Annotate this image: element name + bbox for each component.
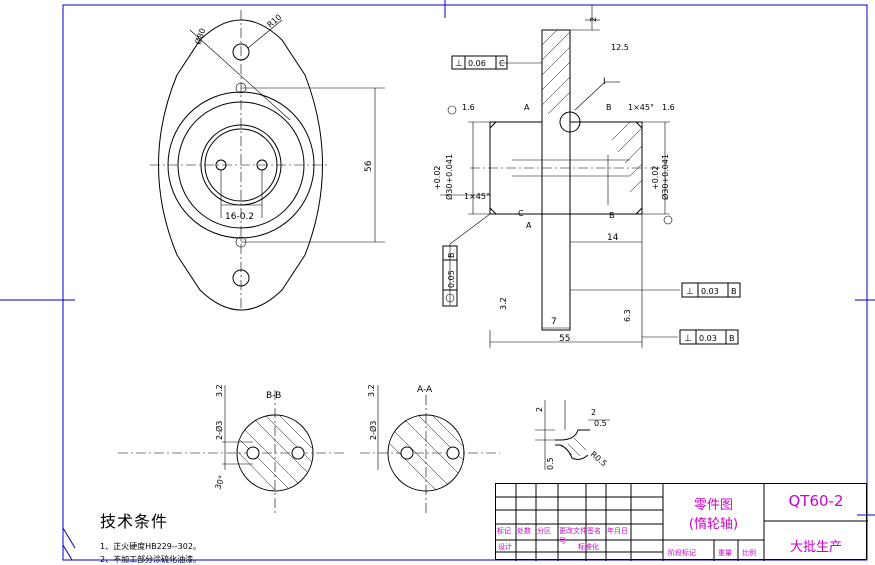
detail-05a: 0.5: [594, 419, 607, 428]
tech-conditions: 技术条件 1、正火硬度HB229--302。 2、不加工部分涂硫化油漆。: [100, 508, 420, 565]
roughness-6-3: 6.3: [623, 309, 632, 322]
detail-r05: R0.5: [589, 450, 609, 469]
bb-angle: 30°: [213, 474, 226, 490]
tb-weight: 重量: [718, 549, 732, 557]
tb-part-code: QT60-2: [788, 492, 844, 510]
flatness-datum: C: [499, 59, 505, 68]
section-bb: B-B 2-Ø3 30° 3.2: [118, 384, 345, 515]
flatness-symbol: ⊥: [455, 59, 463, 69]
roughness-top: 12.5: [611, 43, 629, 52]
label-A-top: A: [524, 103, 530, 112]
title-block: 标记 处数 分区 更改文件号 签名 年月日 设计 标准化 阶段标记 重量 比例 …: [495, 483, 868, 561]
perp1-datum: B: [731, 287, 737, 296]
bb-title: B-B: [266, 391, 281, 401]
section-aa: A-A 2-Ø3 3.2: [360, 384, 500, 515]
runout-datum: B: [447, 253, 456, 259]
dim-16: 16-0.2: [225, 212, 254, 222]
aa-holes: 2-Ø3: [368, 421, 378, 440]
perpendicularity-frame-2: ⊥ 0.03 B: [679, 329, 739, 345]
top-view: Ø80 R10 56 16-0.2: [150, 10, 385, 311]
perpendicularity-frame-1: ⊥ 0.03 B: [681, 282, 741, 298]
label-B-top: B: [606, 103, 612, 112]
title-block-grid: [496, 484, 868, 561]
tb-row-label-1: 标记: [497, 527, 511, 535]
aa-title: A-A: [417, 385, 433, 395]
tech-item-1: 1、正火硬度HB229--302。: [100, 542, 201, 551]
dim-55: 55: [559, 334, 570, 344]
dim-diameter-80: Ø80: [192, 27, 207, 46]
svg-text:⊥: ⊥: [686, 287, 694, 297]
perp2-datum: B: [729, 334, 735, 343]
dia-right: Ø30+0.041: [660, 154, 670, 200]
perp1-value: 0.03: [701, 287, 719, 296]
roughness-right: 1.6: [662, 103, 675, 112]
chamfer-right: 1×45°: [628, 103, 654, 112]
dim-radius-10: R10: [266, 13, 284, 30]
tb-design: 设计: [498, 543, 512, 551]
dim-2-top: 2: [589, 17, 598, 22]
dia-left: Ø30+0.041: [444, 154, 454, 200]
label-C: C: [518, 209, 524, 218]
tb-part-name-1: 零件图: [693, 498, 733, 513]
tb-part-name-2: (惰轮轴): [688, 517, 739, 532]
flatness-frame: ⊥ 0.06 C: [451, 55, 508, 70]
tb-row-label-4: 更改文件号: [559, 527, 587, 545]
tol-left: +0.02: [433, 165, 442, 190]
tb-production: 大批生产: [789, 540, 842, 555]
tb-row-label-2: 处数: [517, 527, 531, 535]
detail-05b: 0.5: [546, 457, 555, 470]
tech-item-2: 2、不加工部分涂硫化油漆。: [100, 555, 202, 564]
dim-14: 14: [607, 233, 619, 243]
svg-text:⊥: ⊥: [684, 334, 692, 344]
tb-standard: 标准化: [578, 543, 599, 551]
dim-7: 7: [551, 317, 557, 327]
bb-holes: 2-Ø3: [214, 421, 224, 440]
tb-stage: 阶段标记: [668, 549, 696, 557]
runout-frame: 0.05 B: [442, 245, 458, 307]
tech-title: 技术条件: [100, 512, 169, 531]
tb-row-label-6: 年月日: [607, 527, 628, 535]
runout-value: 0.05: [447, 270, 456, 288]
tb-scale: 比例: [742, 549, 756, 557]
label-detail-I: I: [603, 77, 606, 87]
label-A-bottom: A: [526, 221, 532, 230]
detail-2a: 2: [535, 407, 544, 412]
detail-view: 2 2 0.5 0.5 R0.5: [535, 400, 610, 470]
perp2-value: 0.03: [699, 334, 717, 343]
tb-row-label-3: 分区: [537, 527, 551, 535]
dim-56: 56: [364, 160, 374, 172]
rough-aa: 3.2: [367, 384, 376, 397]
flatness-value: 0.06: [468, 59, 486, 68]
tol-right: +0.02: [651, 165, 660, 190]
detail-2b: 2: [591, 408, 596, 417]
chamfer-left: 1×45°: [464, 192, 490, 201]
rough-bb: 3.2: [215, 384, 224, 397]
roughness-left: 1.6: [462, 103, 475, 112]
label-B-bottom: B: [609, 211, 615, 220]
roughness-left-side: 3.2: [499, 297, 508, 310]
front-view: ⊥ 0.06 C 0.05 B ⊥ 0.03 B ⊥ 0.03 B: [433, 5, 741, 348]
tb-row-label-5: 签名: [587, 527, 601, 535]
